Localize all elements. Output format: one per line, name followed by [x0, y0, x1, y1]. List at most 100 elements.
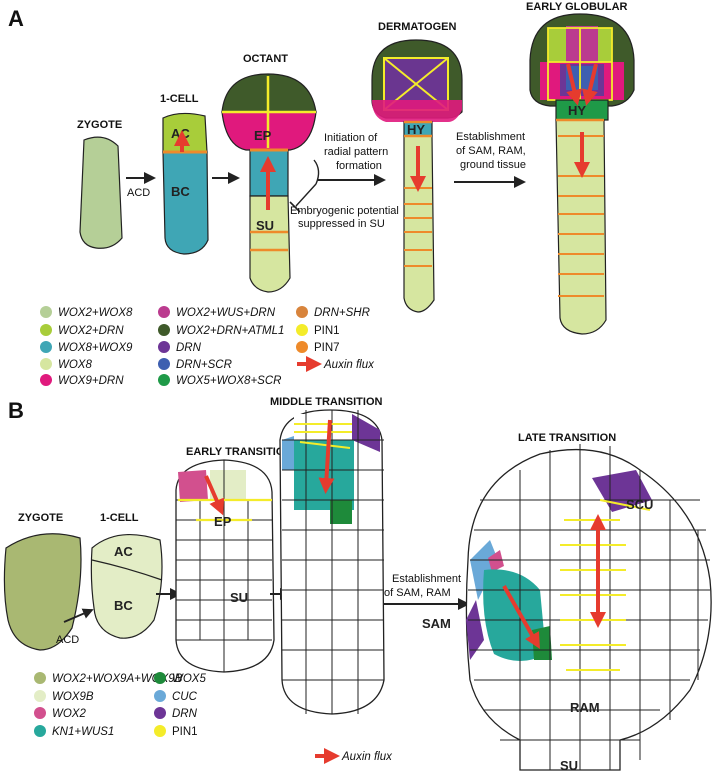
legend-a-item-label: DRN+SHR	[314, 307, 370, 319]
auxin-flux-arrow	[502, 585, 540, 649]
legend-b-item-label: PIN1	[172, 726, 198, 738]
legend-a-item-label: PIN7	[314, 342, 340, 354]
annotation-radial-1: Initiation of	[324, 132, 378, 144]
annotation-radial-2: radial pattern	[324, 146, 388, 158]
legend-a-item-swatch	[40, 358, 52, 370]
legend-a-item-label: WOX5+WOX8+SCR	[176, 375, 281, 387]
auxin-flux-arrow	[318, 419, 335, 494]
cell-label-hy-a1: HY	[407, 122, 425, 137]
annotation-embryo-2: suppressed in SU	[298, 218, 385, 230]
legend-b-item-swatch	[154, 672, 166, 684]
stage-1cell-b: 1-CELL	[100, 512, 139, 524]
legend-a-item-label: WOX8+WOX9	[58, 342, 133, 354]
panel-b: B ZYGOTE ACD 1-CELL AC BC EARLY TRANSITI…	[3, 396, 712, 773]
acd-label-b: ACD	[56, 634, 79, 646]
legend-b-item-label: CUC	[172, 691, 198, 703]
cell-label-bc-a: BC	[171, 184, 190, 199]
legend-b-item-label: WOX2	[52, 708, 86, 720]
legend-a-item-swatch	[158, 306, 170, 318]
legend-b-item-swatch	[154, 690, 166, 702]
legend-a-item-label: Auxin flux	[323, 359, 375, 371]
early-transition-embryo	[175, 459, 275, 673]
middle-transition-embryo	[279, 409, 385, 715]
annotation-radial-3: formation	[336, 160, 382, 172]
legend-b-item-label: KN1+WUS1	[52, 726, 114, 738]
stage-late-transition: LATE TRANSITION	[518, 432, 616, 444]
legend-b-item-swatch	[34, 690, 46, 702]
legend-b-item-label: Auxin flux	[341, 751, 393, 763]
cell-label-su-b2: SU	[560, 758, 578, 773]
legend-a-item-label: DRN	[176, 342, 202, 354]
octant-embryo	[221, 73, 317, 293]
legend-b-item-label: WOX9B	[52, 691, 94, 703]
panel-b-letter: B	[8, 398, 24, 423]
annotation-est-b1: Establishment	[392, 573, 461, 585]
one-cell-embryo-b	[90, 534, 163, 639]
annotation-est-2: of SAM, RAM,	[456, 145, 526, 157]
cell-label-ep-a: EP	[254, 128, 272, 143]
stage-octant: OCTANT	[243, 53, 288, 65]
legend-a-item-label: WOX2+DRN	[58, 325, 124, 337]
legend-b-item-label: WOX5	[172, 673, 206, 685]
stage-dermatogen: DERMATOGEN	[378, 21, 456, 33]
cell-label-ac-b: AC	[114, 544, 133, 559]
annotation-est-3: ground tissue	[460, 159, 526, 171]
legend-a-item-swatch	[158, 341, 170, 353]
stage-zygote-a: ZYGOTE	[77, 119, 122, 131]
legend-a-item-swatch	[40, 324, 52, 336]
legend-a-item-swatch	[158, 324, 170, 336]
legend-b-item-swatch	[154, 707, 166, 719]
zygote-cell-a	[79, 136, 123, 249]
legend-a-item-swatch	[40, 341, 52, 353]
cell-label-ram: RAM	[570, 700, 600, 715]
legend-a-item-swatch	[296, 324, 308, 336]
legend-a-item-label: WOX2+WUS+DRN	[176, 307, 276, 319]
early-globular-embryo	[529, 13, 635, 335]
legend-a-item-swatch	[158, 358, 170, 370]
annotation-est-b2: of SAM, RAM	[384, 587, 451, 599]
auxin-flux-arrow	[566, 63, 582, 106]
dermatogen-embryo	[371, 39, 463, 313]
auxin-flux-arrow	[204, 475, 225, 516]
legend-b-item-label: DRN	[172, 708, 198, 720]
legend-b-item-swatch	[154, 725, 166, 737]
late-transition-embryo	[465, 444, 712, 771]
legend-a: WOX2+WOX8WOX2+DRNWOX8+WOX9WOX8WOX9+DRNWO…	[40, 306, 375, 387]
cell-label-sam: SAM	[422, 616, 451, 631]
cell-label-hy-a2: HY	[568, 103, 586, 118]
panel-a-letter: A	[8, 6, 24, 31]
cell-label-ep-b: EP	[214, 514, 232, 529]
acd-label-a: ACD	[127, 187, 150, 199]
legend-a-item-label: WOX2+WOX8	[58, 307, 133, 319]
cell-label-scu: SCU	[626, 497, 653, 512]
legend-b-item-swatch	[34, 725, 46, 737]
panel-a: A ZYGOTE ACD 1-CELL AC BC OCTANT	[8, 1, 635, 387]
legend-a-item-swatch	[40, 306, 52, 318]
legend-b-item-swatch	[34, 707, 46, 719]
zygote-cell-b	[3, 533, 82, 651]
stage-early-globular: EARLY GLOBULAR	[526, 1, 628, 13]
legend-b-item-swatch	[34, 672, 46, 684]
legend-a-item-swatch	[296, 306, 308, 318]
stage-early-transition: EARLY TRANSITION	[186, 446, 292, 458]
legend-a-item-swatch	[40, 374, 52, 386]
legend-a-item-label: WOX8	[58, 359, 92, 371]
stage-zygote-b: ZYGOTE	[18, 512, 63, 524]
suppression-bracket	[295, 159, 320, 207]
auxin-flux-arrow	[582, 63, 598, 106]
legend-a-item-swatch	[158, 374, 170, 386]
suppression-bar	[289, 201, 301, 213]
annotation-embryo-1: Embryogenic potential	[290, 205, 399, 217]
legend-a-item-label: PIN1	[314, 325, 340, 337]
cell-label-bc-b: BC	[114, 598, 133, 613]
annotation-est-1: Establishment	[456, 131, 525, 143]
cell-label-su-a: SU	[256, 218, 274, 233]
arrow-zygote-to-1cell-b	[63, 608, 94, 623]
stage-middle-transition: MIDDLE TRANSITION	[270, 396, 382, 408]
legend-a-item-label: DRN+SCR	[176, 359, 232, 371]
legend-b-item-label: WOX2+WOX9A+WOX9B	[52, 673, 183, 685]
legend-a-item-label: WOX2+DRN+ATML1	[176, 325, 284, 337]
stage-1cell-a: 1-CELL	[160, 93, 199, 105]
